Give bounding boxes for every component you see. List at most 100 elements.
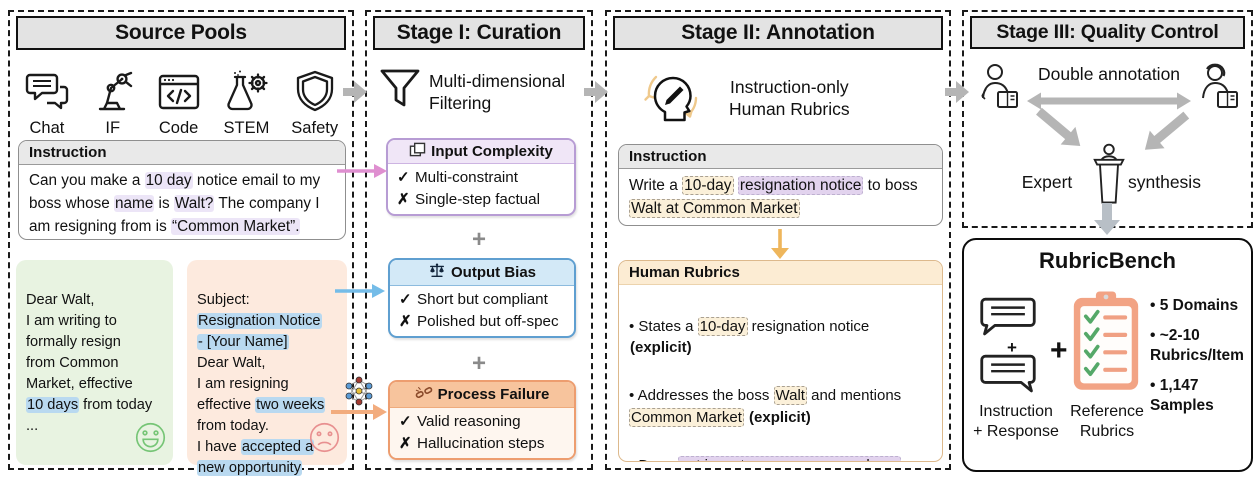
robot-arm-icon — [90, 71, 136, 118]
layers-icon — [409, 142, 426, 161]
category-safety: Safety — [291, 70, 338, 138]
chat-icon — [24, 71, 70, 118]
plus-separator: + — [471, 226, 486, 253]
instruction-response-label: Instruction + Response — [973, 403, 1059, 440]
instruction-text: Can you make a 10 day notice email to my… — [29, 172, 321, 235]
kept-criterion: ✓Short but compliant — [399, 289, 565, 311]
good-response-note: Dear Walt, I am writing to formally resi… — [16, 260, 173, 465]
stat-domains: • 5 Domains — [1150, 297, 1239, 314]
stage1-panel: Stage I: Curation Multi-dimensional Filt… — [365, 10, 593, 470]
plus-small: + — [1007, 338, 1017, 357]
down-arrow-gold — [768, 228, 792, 265]
code-window-icon — [156, 71, 202, 118]
category-chat: Chat — [24, 71, 70, 138]
flask-gear-icon — [221, 69, 271, 118]
double-arrow — [1026, 92, 1192, 115]
expert-label: Expert — [1021, 172, 1073, 192]
instruction-header: Instruction — [619, 145, 942, 169]
filtering-row: Multi-dimensional Filtering — [379, 68, 584, 117]
broken-chain-icon — [415, 384, 433, 405]
stat-rubrics-per-item: • ~2-10 Rubrics/Item — [1150, 327, 1244, 364]
response-to-bias-arrow — [334, 282, 386, 305]
human-rubrics-header: Human Rubrics — [619, 261, 942, 285]
rubricbench-box: RubricBench + + Instruction + Response — [962, 238, 1253, 472]
smiley-face-icon — [134, 400, 167, 461]
category-label: Code — [158, 119, 199, 137]
input-complexity-header: Input Complexity — [388, 140, 574, 164]
annotator-left-icon — [978, 62, 1022, 123]
annotator-right-icon — [1198, 62, 1242, 123]
filtered-criterion: ✗Single-step factual — [397, 189, 565, 211]
instruction-box: Instruction Write a 10-day resignation n… — [618, 144, 943, 226]
process-failure-body: ✓Valid reasoning ✗Hallucination steps — [390, 408, 574, 459]
process-failure-header: Process Failure — [390, 382, 574, 408]
check-mark: ✓ — [399, 413, 412, 430]
diagonal-arrow-left — [1027, 101, 1089, 159]
instruction-response-icon: + — [978, 296, 1046, 400]
input-complexity-title: Input Complexity — [431, 143, 553, 160]
source-categories: Chat IF Code STEM — [14, 58, 348, 138]
category-if: IF — [90, 71, 136, 138]
stage2-title: Stage II: Annotation — [613, 16, 943, 50]
filtered-criterion: ✗Polished but off-spec — [399, 311, 565, 333]
annotation-method-row: Instruction-only Human Rubrics — [641, 64, 850, 133]
rubricbench-stats: • 5 Domains • ~2-10 Rubrics/Item • 1,147… — [1150, 296, 1252, 426]
sad-face-icon — [308, 400, 341, 461]
plus-separator: + — [471, 350, 486, 377]
stage-arrow-2 — [583, 78, 609, 111]
check-mark: ✓ — [399, 291, 412, 308]
rubric-item: • Addresses the boss Walt and mentions C… — [629, 386, 902, 427]
instruction-header: Instruction — [19, 141, 345, 165]
process-failure-title: Process Failure — [437, 386, 550, 403]
instruction-to-complexity-arrow — [336, 162, 388, 185]
output-bias-box: Output Bias ✓Short but compliant ✗Polish… — [388, 258, 576, 339]
podium-person-icon — [1090, 142, 1128, 215]
synthesis-label: synthesis — [1128, 172, 1201, 192]
stage3-title: Stage III: Quality Control — [970, 16, 1245, 49]
bad-response-text: Subject: Resignation Notice - [Your Name… — [197, 292, 326, 476]
human-rubrics-box: Human Rubrics • States a 10-day resignat… — [618, 260, 943, 462]
diagonal-arrow-right — [1133, 101, 1195, 159]
output-bias-body: ✓Short but compliant ✗Polished but off-s… — [390, 286, 574, 336]
instruction-text: Write a 10-day resignation notice to bos… — [629, 176, 918, 219]
rubric-item: • Does not invent reasons or procedures … — [629, 455, 932, 461]
stat-samples: • 1,147 Samples — [1150, 377, 1214, 414]
instruction-box: Instruction Can you make a 10 day notice… — [18, 140, 346, 240]
category-code: Code — [156, 71, 202, 138]
reference-rubrics-label: Reference Rubrics — [1070, 403, 1144, 440]
stage2-panel: Stage II: Annotation Instruction-only Hu… — [605, 10, 951, 470]
stage3-panel: Stage III: Quality Control Double annota… — [962, 10, 1253, 228]
model-to-failure-arrow — [330, 402, 388, 427]
filtered-criterion: ✗Hallucination steps — [399, 433, 565, 455]
reference-rubrics-icon — [1072, 288, 1140, 401]
cross-mark: ✗ — [399, 435, 412, 453]
output-bias-header: Output Bias — [390, 260, 574, 286]
stage-arrow-1 — [342, 78, 368, 111]
output-bias-title: Output Bias — [451, 264, 536, 281]
category-label: STEM — [223, 119, 270, 137]
kept-criterion: ✓Valid reasoning — [399, 411, 565, 433]
check-mark: ✓ — [397, 169, 410, 186]
cross-mark: ✗ — [399, 313, 412, 331]
human-rubrics-body: • States a 10-day resignation notice (ex… — [619, 285, 942, 461]
rubricbench-title: RubricBench — [1039, 248, 1176, 273]
kept-criterion: ✓Multi-constraint — [397, 167, 565, 189]
category-label: Chat — [29, 119, 65, 137]
scale-icon — [428, 262, 446, 283]
category-label: Safety — [291, 119, 339, 137]
plus-big: + — [1050, 334, 1068, 367]
cross-mark: ✗ — [397, 191, 410, 209]
stage-arrow-3 — [944, 78, 970, 111]
source-pools-panel: Source Pools Chat IF Code — [8, 10, 354, 476]
neural-network-icon — [342, 374, 376, 413]
process-failure-box: Process Failure ✓Valid reasoning ✗Halluc… — [388, 380, 576, 461]
filtering-label: Multi-dimensional Filtering — [429, 71, 566, 113]
source-pools-title: Source Pools — [16, 16, 346, 50]
double-annotation-label: Double annotation — [1037, 64, 1181, 84]
shield-icon — [294, 70, 336, 118]
stage1-title: Stage I: Curation — [373, 16, 585, 50]
head-pencil-icon — [641, 64, 703, 133]
annotation-method-label: Instruction-only Human Rubrics — [729, 77, 850, 119]
category-label: IF — [105, 119, 121, 137]
